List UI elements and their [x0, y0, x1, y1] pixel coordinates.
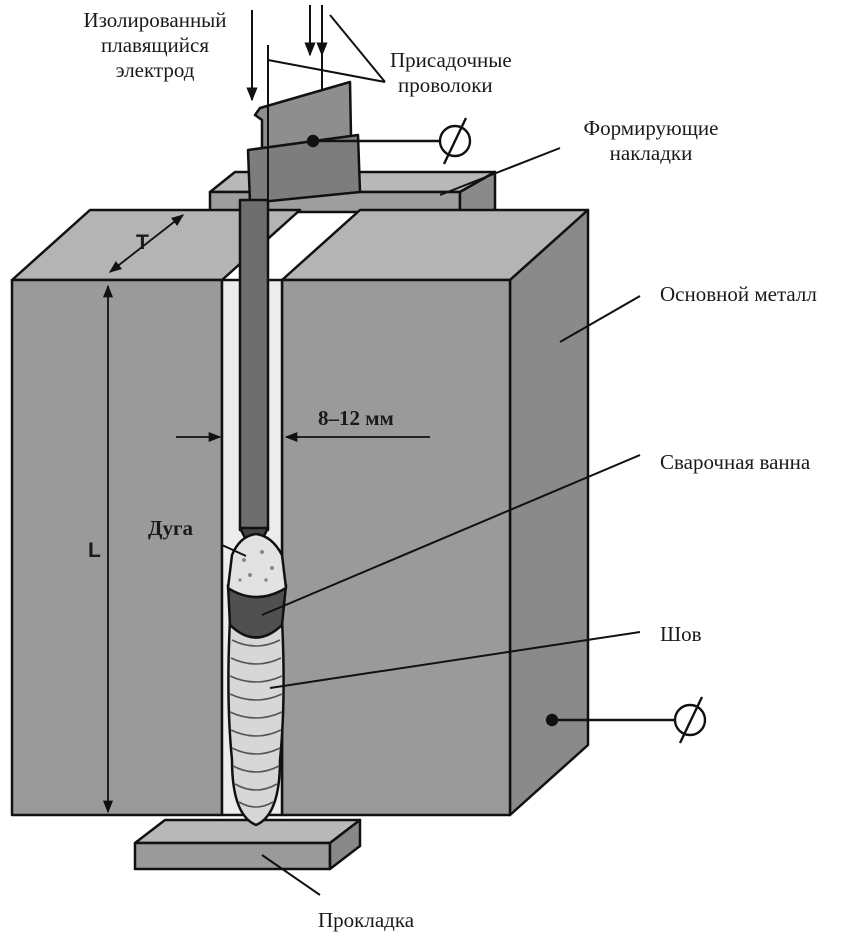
base-metal-left-front: [10, 278, 224, 817]
weld-pool-label: Сварочная ванна: [660, 450, 811, 474]
base-power-terminal: [673, 703, 707, 737]
electrode-power-terminal: [438, 124, 472, 158]
electrode-label-line1: Изолированный: [83, 8, 227, 32]
filler-wires-label: Присадочные проволоки: [390, 48, 512, 98]
consumable-electrode: [238, 198, 270, 532]
backing-plate-top: [133, 818, 362, 845]
shoes-label-line2: накладки: [609, 141, 693, 165]
shoes-leader: [439, 147, 561, 196]
base-metal-label: Основной металл: [660, 282, 817, 306]
backing-label: Прокладка: [318, 908, 415, 932]
arc-texture: [238, 550, 274, 582]
length-label: L: [88, 539, 101, 562]
base-metal-leader: [559, 295, 641, 343]
electrode-label-line3: электрод: [115, 58, 195, 82]
filler-leader-2: [329, 14, 386, 83]
filler-label-line2: проволоки: [398, 73, 493, 97]
filler-label-line1: Присадочные: [390, 48, 512, 72]
backing-leader: [261, 854, 321, 896]
forming-shoes-label: Формирующие накладки: [556, 116, 746, 166]
backing-plate-front: [133, 841, 332, 871]
seam-ripples: [229, 639, 283, 808]
electrode-label-line2: плавящийся: [101, 33, 209, 57]
base-metal-right-front: [280, 278, 512, 817]
weld-pool-leader: [261, 454, 641, 616]
filler-leader-1: [267, 59, 386, 83]
seam-leader: [269, 631, 641, 689]
shoes-label-line1: Формирующие: [583, 116, 719, 140]
thickness-label: T: [136, 231, 149, 254]
base-terminal-slash: [678, 696, 704, 744]
electrode-label: Изолированный плавящийся электрод: [60, 8, 250, 83]
arc-zone: [226, 532, 288, 599]
arc-leader: [221, 544, 247, 557]
electrode-terminal-slash: [442, 117, 468, 165]
gap-dimension-label: 8–12 мм: [318, 406, 394, 430]
arc-label: Дуга: [148, 516, 193, 540]
backing-plate-side: [328, 818, 362, 871]
thickness-dimension: [109, 214, 184, 273]
weld-seam: [227, 618, 285, 827]
seam-label: Шов: [660, 622, 702, 646]
